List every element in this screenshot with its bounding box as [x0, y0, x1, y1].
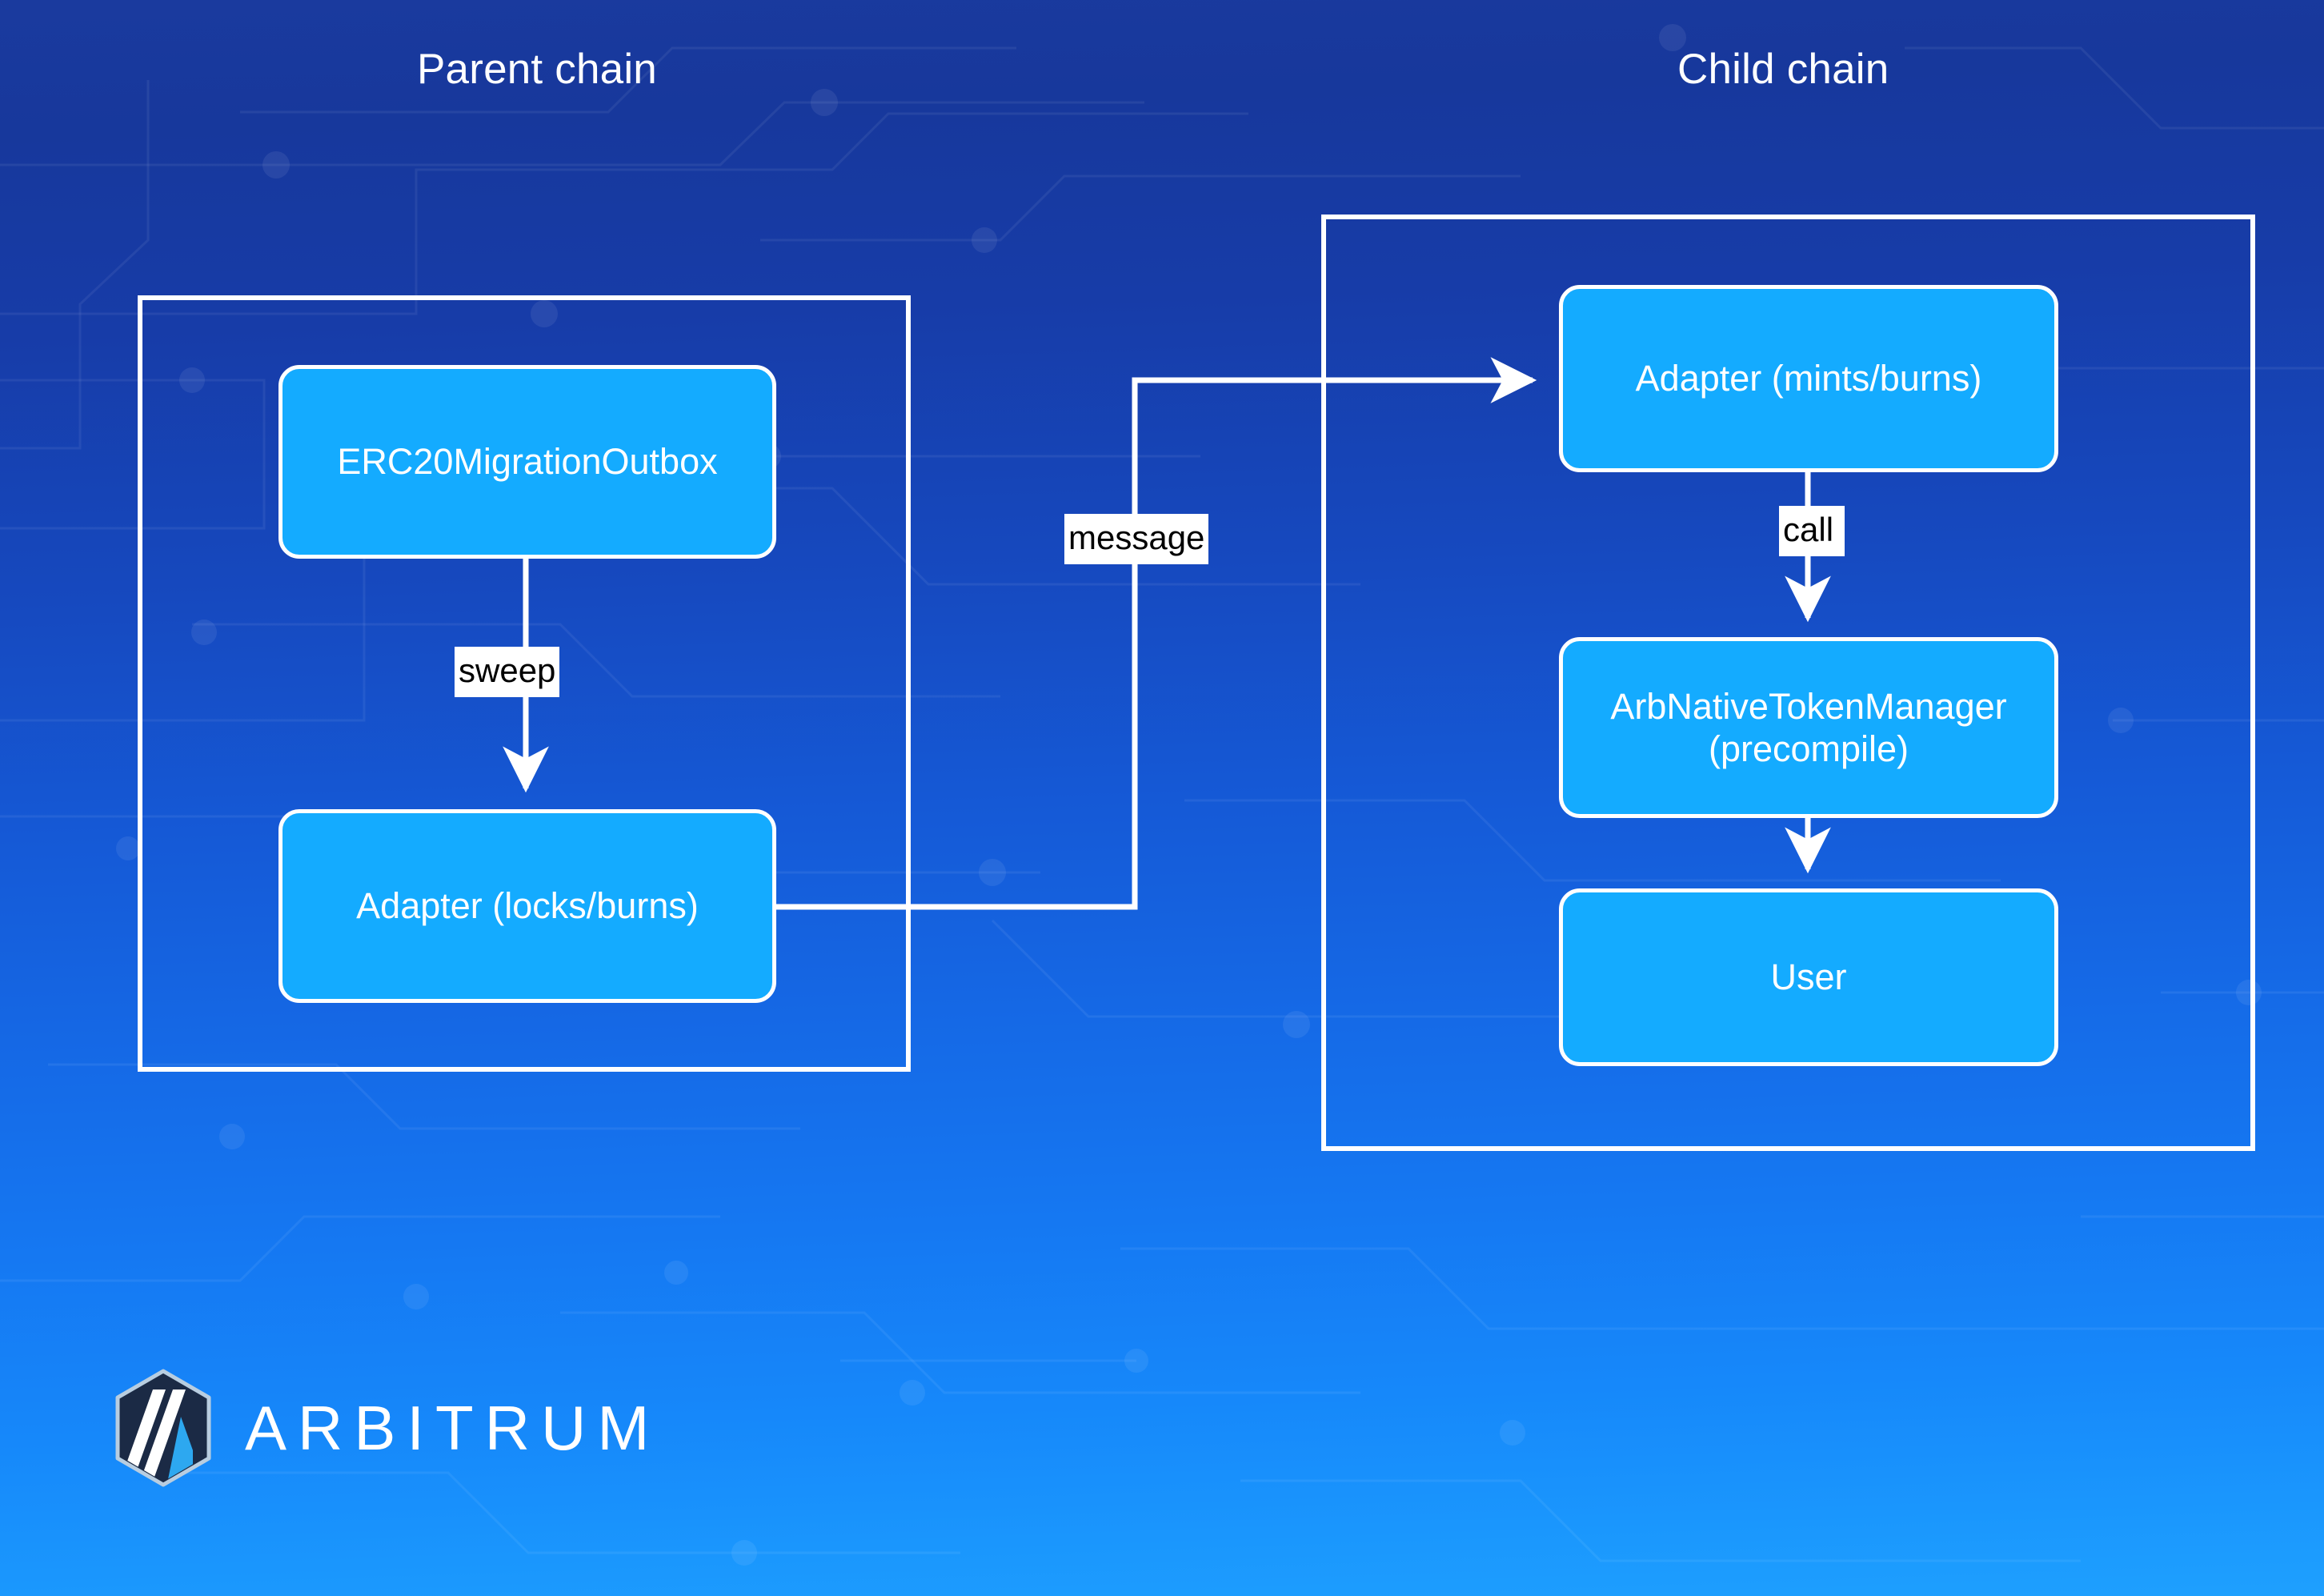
edge-label-message: message	[1064, 514, 1209, 564]
node-user[interactable]: User	[1559, 888, 2058, 1066]
node-erc20-migration-outbox[interactable]: ERC20MigrationOutbox	[278, 365, 776, 559]
node-label-line-2: (precompile)	[1708, 728, 1909, 769]
child-chain-title: Child chain	[1677, 46, 1889, 93]
node-label: ERC20MigrationOutbox	[337, 441, 718, 483]
node-label: Adapter (locks/burns)	[356, 885, 699, 927]
edge-label-sweep: sweep	[455, 647, 560, 697]
parent-chain-title: Parent chain	[417, 46, 657, 93]
node-arb-native-token-manager[interactable]: ArbNativeTokenManager (precompile)	[1559, 637, 2058, 818]
edge-label-call: call	[1779, 506, 1845, 556]
node-label: Adapter (mints/burns)	[1635, 358, 1982, 399]
arbitrum-logo: ARBITRUM	[112, 1369, 660, 1487]
arbitrum-hexagon-icon	[115, 1369, 211, 1487]
arbitrum-wordmark: ARBITRUM	[245, 1393, 661, 1463]
node-label-line-1: ArbNativeTokenManager	[1610, 685, 2007, 727]
node-adapter-locks-burns[interactable]: Adapter (locks/burns)	[278, 809, 776, 1003]
node-adapter-mints-burns[interactable]: Adapter (mints/burns)	[1559, 285, 2058, 472]
node-label: User	[1770, 956, 1847, 998]
